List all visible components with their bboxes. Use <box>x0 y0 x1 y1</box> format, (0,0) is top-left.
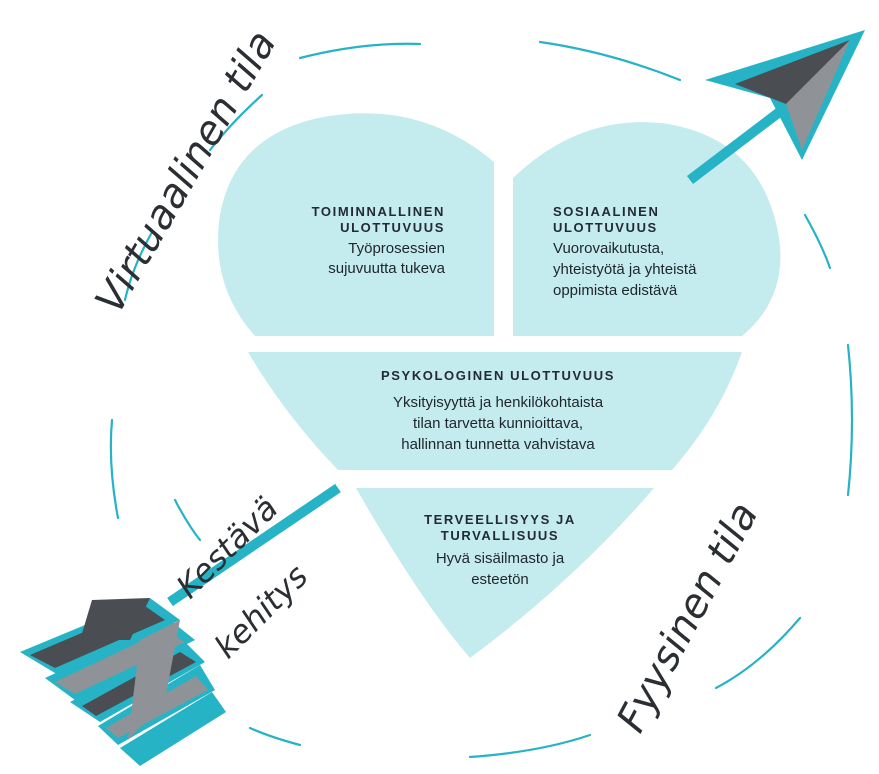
section-psychological: PSYKOLOGINEN ULOTTUVUUS Yksityisyyttä ja… <box>381 368 615 453</box>
heart <box>218 113 781 658</box>
psychological-body-3: hallinnan tunnetta vahvistava <box>401 436 595 453</box>
arrow-head-grey <box>786 40 850 150</box>
health-heading-1: TERVEELLISYYS JA <box>424 512 576 527</box>
circle-arc <box>123 230 154 302</box>
section-health: TERVEELLISYYS JA TURVALLISUUS Hyvä sisäi… <box>424 512 576 588</box>
circle-arc <box>109 418 120 520</box>
functional-heading-2: ULOTTUVUUS <box>340 220 445 235</box>
arrow-tail <box>20 483 341 766</box>
social-heading-2: ULOTTUVUUS <box>553 220 658 235</box>
circle-arc <box>468 733 592 759</box>
arrow-head <box>686 30 865 184</box>
health-body-2: esteetön <box>471 571 529 588</box>
heart-piece-functional <box>218 113 494 336</box>
arrow-feathers <box>20 598 226 766</box>
health-heading-2: TURVALLISUUS <box>441 528 559 543</box>
circle-arc <box>173 498 202 542</box>
health-body-1: Hyvä sisäilmasto ja <box>436 550 565 567</box>
arrow-head-dark <box>735 40 850 104</box>
functional-body-1: Työprosessien <box>348 240 445 257</box>
social-body-1: Vuorovaikutusta, <box>553 240 664 257</box>
heart-piece-psychological <box>248 352 742 470</box>
circle-arc <box>208 93 264 152</box>
circle-arc <box>846 343 854 497</box>
social-body-3: oppimista edistävä <box>553 282 678 299</box>
social-heading-1: SOSIAALINEN <box>553 204 659 219</box>
circle-arc <box>248 726 302 747</box>
heart-piece-health <box>356 488 654 658</box>
section-functional: TOIMINNALLINEN ULOTTUVUUS Työprosessien … <box>312 204 446 277</box>
circle-arc <box>803 213 832 270</box>
circle-arc <box>714 616 802 690</box>
arrow-shaft <box>686 100 794 184</box>
psychological-heading: PSYKOLOGINEN ULOTTUVUUS <box>381 368 615 383</box>
circle-arc <box>538 40 682 82</box>
circle-arc <box>298 42 422 60</box>
psychological-body-2: tilan tarvetta kunnioittava, <box>413 415 583 432</box>
heart-piece-social <box>513 122 781 337</box>
section-social: SOSIAALINEN ULOTTUVUUS Vuorovaikutusta, … <box>553 204 697 299</box>
psychological-body-1: Yksityisyyttä ja henkilökohtaista <box>393 394 604 411</box>
arrow-shaft-lower <box>167 483 341 607</box>
functional-body-2: sujuvuutta tukeva <box>328 260 445 277</box>
label-physical: Fyysinen tila <box>608 495 767 740</box>
outer-circle <box>109 40 854 759</box>
functional-heading-1: TOIMINNALLINEN <box>312 204 445 219</box>
social-body-2: yhteistyötä ja yhteistä <box>553 261 697 278</box>
